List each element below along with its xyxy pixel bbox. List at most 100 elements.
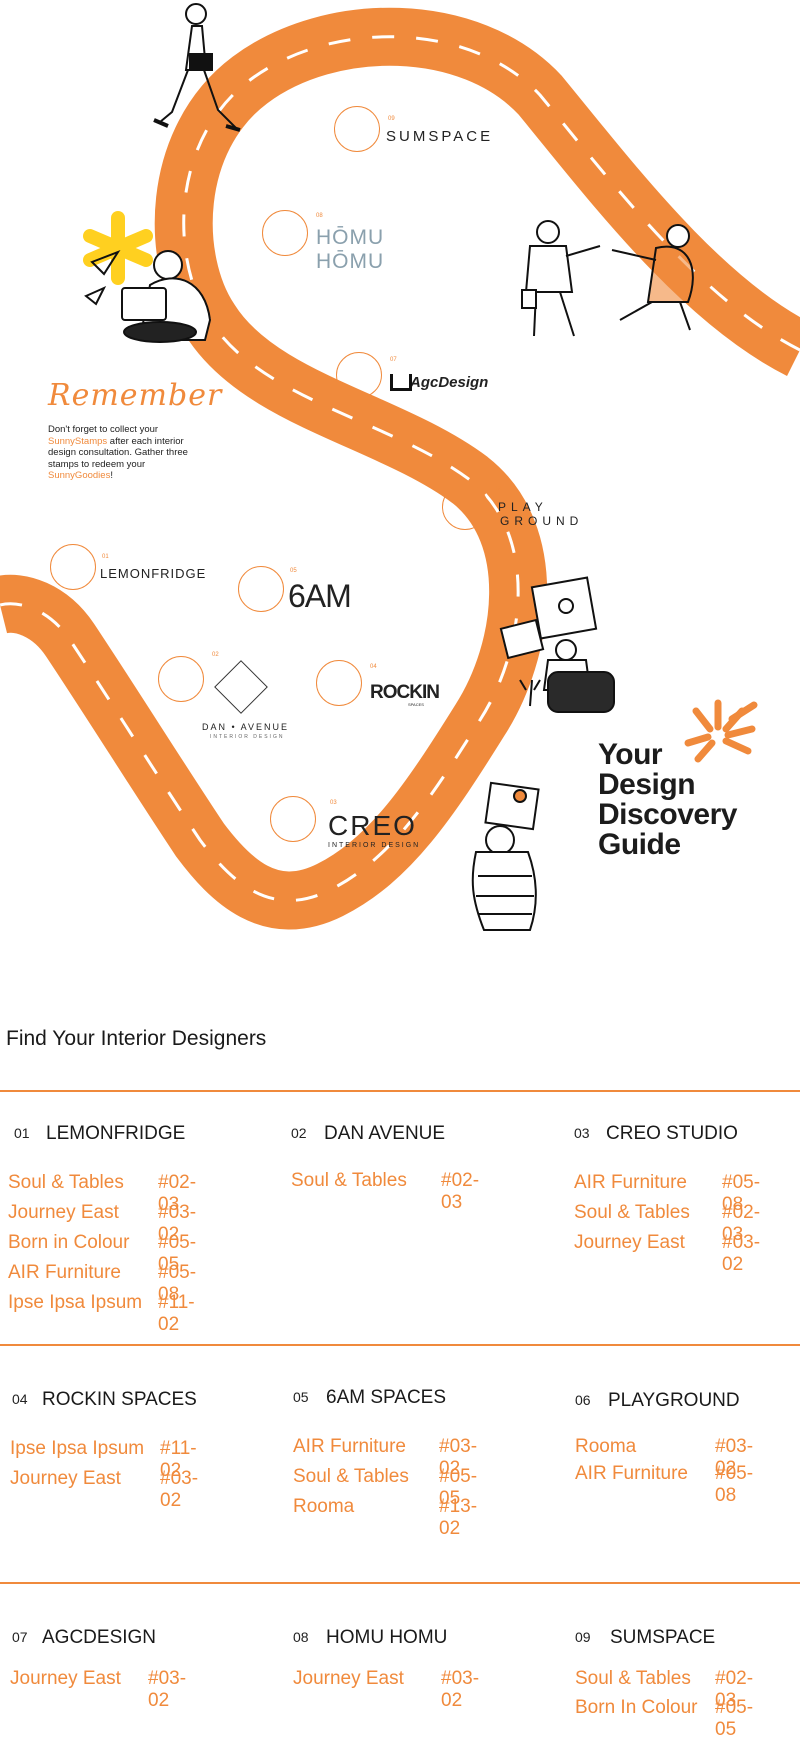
- brand-play: PLAY: [498, 500, 548, 514]
- brand-num-02: 02: [212, 652, 219, 658]
- brand-num-08: 08: [316, 213, 323, 219]
- designer-name-01: LEMONFRIDGE: [46, 1123, 186, 1144]
- remember-line3: !: [110, 470, 113, 481]
- brand-creo-sub: INTERIOR DESIGN: [328, 842, 421, 849]
- sunburst-icon: [684, 699, 758, 763]
- vendor-name: AIR Furniture: [8, 1262, 121, 1283]
- brand-num-06: 06: [496, 486, 503, 492]
- designer-num-05: 05: [293, 1389, 309, 1405]
- vendor-unit: #05-05: [439, 1466, 478, 1509]
- brand-creo: CREO: [328, 810, 417, 841]
- vendor-unit: #03-02: [441, 1668, 480, 1711]
- vendor-unit: #05-05: [715, 1697, 754, 1740]
- vendor-row: Soul & Tables#02-03: [574, 1202, 760, 1245]
- art-person-illustration: [499, 576, 615, 713]
- designer-name-02: DAN AVENUE: [324, 1123, 446, 1144]
- vendor-row: Journey East #03-02: [574, 1232, 760, 1275]
- guide-title-line3: Discovery: [598, 798, 737, 831]
- designer-name-07: AGCDESIGN: [42, 1627, 157, 1648]
- stamp-circle-09: [334, 106, 380, 152]
- designer-name-06: PLAYGROUND: [608, 1390, 740, 1411]
- guide-title: Your Design Discovery Guide: [598, 740, 737, 860]
- walking-man-illustration: [153, 3, 241, 132]
- vendor-row: AIR Furniture#05-08: [575, 1463, 753, 1506]
- meeting-people-illustration: [521, 220, 694, 337]
- brand-num-07: 07: [390, 357, 397, 363]
- vendor-row: Journey East#03-02: [8, 1202, 196, 1245]
- vendor-row: Ipse Ipsa Ipsum #11-02: [8, 1292, 195, 1335]
- designer-name-04: ROCKIN SPACES: [42, 1389, 197, 1410]
- designer-num-01: 01: [14, 1125, 30, 1141]
- vendor-row: Rooma#03-02: [575, 1436, 753, 1479]
- designer-num-07: 07: [12, 1629, 28, 1645]
- vendor-row: AIR Furniture#03-02: [293, 1436, 477, 1479]
- vendor-unit: #03-02: [158, 1202, 197, 1245]
- stamp-circle-08: [262, 210, 308, 256]
- stamp-circle-02: [158, 656, 204, 702]
- vendor-unit: #05-08: [722, 1172, 761, 1215]
- designer-num-08: 08: [293, 1629, 309, 1645]
- vendor-unit: #05-08: [715, 1463, 754, 1506]
- brand-dan-avenue-sub: INTERIOR DESIGN: [210, 734, 285, 740]
- designer-name-08: HOMU HOMU: [326, 1627, 448, 1648]
- guide-title-line4: Guide: [598, 828, 681, 861]
- stamp-circle-04: [316, 660, 362, 706]
- brand-rockin: ROCKIN: [370, 682, 440, 703]
- vendor-row: Soul & Tables #02-03: [8, 1172, 196, 1215]
- agc-logo-icon: [390, 374, 412, 391]
- stamp-circle-07: [336, 352, 382, 398]
- designer-name-09: SUMSPACE: [610, 1627, 716, 1648]
- sign-person-illustration: [471, 781, 540, 931]
- remember-line1: Don't forget to collect your: [48, 424, 159, 435]
- divider-1: [0, 1090, 800, 1092]
- stamp-circle-03: [270, 796, 316, 842]
- vendor-name: AIR Furniture: [293, 1436, 406, 1457]
- yellow-asterisk-icon: [83, 211, 153, 285]
- brand-num-03: 03: [330, 800, 337, 806]
- vendor-name: Soul & Tables: [8, 1172, 124, 1193]
- brand-ground: GROUND: [500, 514, 584, 528]
- road-map: [0, 3, 800, 931]
- vendor-unit: #02-03: [722, 1202, 761, 1245]
- vendor-row: Rooma#13-02: [293, 1496, 477, 1539]
- vendor-row: Journey East #03-02: [293, 1668, 479, 1711]
- brand-agcdesign: AgcDesign: [410, 374, 489, 391]
- vendor-name: Journey East: [574, 1232, 685, 1253]
- section-heading: Find Your Interior Designers: [6, 1027, 267, 1050]
- vendor-name: Ipse Ipsa Ipsum: [8, 1292, 143, 1313]
- designer-num-03: 03: [574, 1125, 590, 1141]
- vendor-unit: #03-02: [722, 1232, 761, 1275]
- vendor-name: Ipse Ipsa Ipsum: [10, 1438, 145, 1459]
- vendor-unit: #03-02: [715, 1436, 754, 1479]
- stamp-circle-05: [238, 566, 284, 612]
- vendor-unit: #02-03: [158, 1172, 197, 1215]
- stamp-circle-01: [50, 544, 96, 590]
- vendor-row: AIR Furniture#05-08: [8, 1262, 196, 1305]
- vendor-unit: #11-02: [158, 1292, 195, 1335]
- vendor-row: Soul & Tables#02-03: [291, 1170, 479, 1213]
- brand-num-09: 09: [388, 116, 395, 122]
- vendor-name: Journey East: [10, 1468, 121, 1489]
- brand-6am: 6AM: [288, 578, 352, 614]
- vendor-row: Ipse Ipsa Ipsum#11-02: [10, 1438, 197, 1481]
- vendor-name: Soul & Tables: [293, 1466, 409, 1487]
- divider-2: [0, 1344, 800, 1346]
- designer-name-05: 6AM SPACES: [326, 1387, 447, 1408]
- remember-highlight-goodies: SunnyGoodies: [48, 470, 111, 481]
- vendor-row: Soul & Tables#02-03: [575, 1668, 753, 1711]
- road-center-line: [0, 35, 800, 902]
- vendor-name: Born In Colour: [575, 1697, 698, 1718]
- vendor-name: Journey East: [293, 1668, 404, 1689]
- brand-homu-bottom: HŌMU: [316, 250, 385, 273]
- person-laptop-illustration: [84, 249, 212, 343]
- remember-title: Remember: [48, 378, 223, 413]
- brand-num-04: 04: [370, 664, 377, 670]
- designer-num-06: 06: [575, 1392, 591, 1408]
- divider-3: [0, 1582, 800, 1584]
- designer-num-02: 02: [291, 1125, 307, 1141]
- brand-homu-top: HŌMU: [316, 226, 385, 249]
- guide-title-line1: Your: [598, 738, 663, 771]
- vendor-row: Soul & Tables #05-05: [293, 1466, 477, 1509]
- vendor-row: AIR Furniture#05-08: [574, 1172, 760, 1215]
